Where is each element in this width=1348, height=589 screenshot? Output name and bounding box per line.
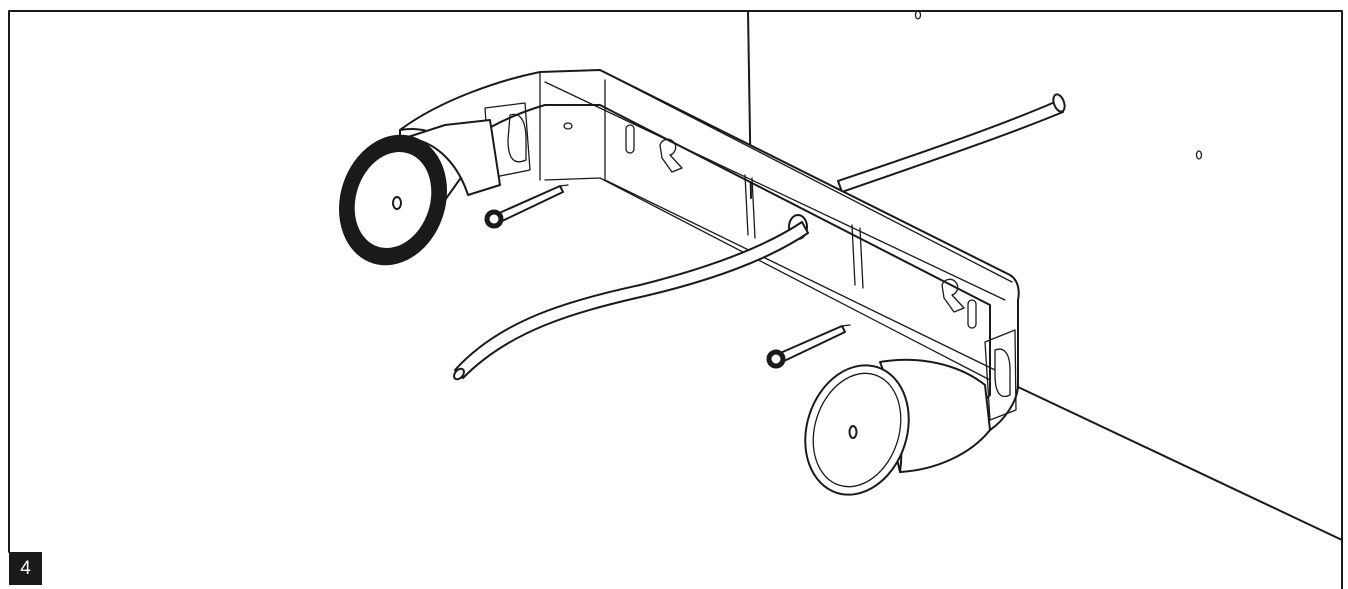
keyhole-right [941, 278, 965, 313]
left-disc [339, 134, 447, 266]
screw-left [484, 184, 569, 229]
wall-hole-top [914, 10, 922, 20]
bracket-hole [563, 122, 573, 130]
keyhole-left [659, 138, 683, 173]
cable-upper [837, 93, 1066, 193]
screw-right [766, 324, 851, 369]
step-number-badge: 4 [9, 552, 42, 585]
diagram-frame [8, 10, 1343, 589]
right-disc [804, 364, 910, 496]
bracket-slot-right [967, 299, 977, 329]
cable-lower [453, 221, 809, 381]
wall-holes [914, 10, 1203, 160]
wall-hole-right [1195, 150, 1203, 160]
bracket-slot-left [625, 124, 635, 154]
